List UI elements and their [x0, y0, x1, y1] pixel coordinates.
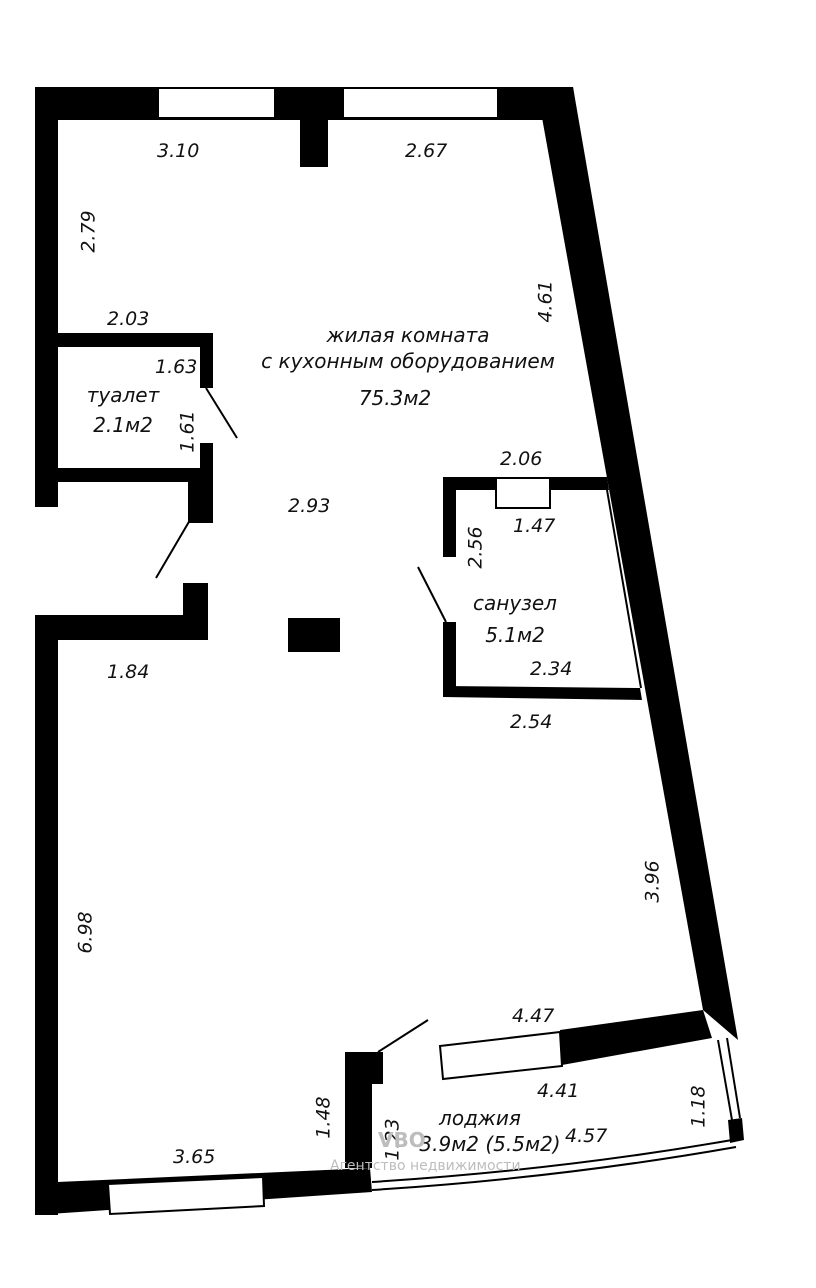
dim-toilet-top: 2.03 — [107, 308, 150, 330]
dim-left-middle: 1.84 — [107, 661, 150, 683]
toilet-area: 2.1м2 — [93, 413, 153, 437]
wall-bath-left-lower — [443, 622, 456, 697]
living-title-line1: жилая комната — [326, 323, 490, 347]
dim-bottom-wall-left: 1.48 — [312, 1096, 335, 1139]
line-loggia-outer-bottom-2 — [371, 1146, 737, 1191]
dim-bath-inner: 2.34 — [530, 658, 573, 680]
dim-loggia-top: 4.47 — [512, 1005, 555, 1027]
wall-toilet-right-upper — [200, 333, 213, 388]
toilet-title: туалет — [86, 383, 160, 407]
wall-loggia-top — [560, 1010, 712, 1065]
watermark-logo: VBO — [378, 1128, 426, 1152]
living-title-line2: с кухонным оборудованием — [261, 349, 555, 373]
dim-bottom: 3.65 — [173, 1146, 216, 1168]
window-top-right — [342, 87, 499, 119]
bathroom-area: 5.1м2 — [485, 623, 545, 647]
wall-bath-bottom — [443, 686, 642, 700]
wall-left-stub — [35, 615, 208, 640]
dim-top-right: 2.67 — [405, 140, 448, 162]
wall-entry-stub — [183, 583, 208, 640]
door-loggia — [377, 1019, 429, 1053]
watermark-text: Агентство недвижимости — [330, 1158, 521, 1174]
dim-hall: 2.93 — [288, 495, 331, 517]
dim-loggia-inner: 4.41 — [537, 1080, 580, 1102]
door-toilet — [205, 387, 238, 439]
dim-left-upper: 2.79 — [77, 210, 100, 253]
door-hall-left — [155, 519, 191, 579]
dim-bath-bottom: 2.54 — [510, 711, 553, 733]
line-loggia-outer-bottom — [371, 1139, 733, 1183]
wall-left-lower — [35, 615, 58, 1215]
line-loggia-outer-right — [717, 1039, 733, 1121]
bathroom-title: санузел — [473, 591, 557, 615]
loggia-title: лоджия — [439, 1106, 521, 1130]
line-bath-right — [606, 489, 642, 689]
dim-right-upper: 4.61 — [534, 280, 557, 323]
dim-loggia-outer: 4.57 — [565, 1125, 608, 1147]
dim-bath-top: 2.06 — [500, 448, 543, 470]
window-top-left — [157, 87, 276, 119]
dim-toilet-side-lower: 1.61 — [176, 410, 199, 453]
line-loggia-outer-right-2 — [726, 1037, 741, 1119]
living-area: 75.3м2 — [358, 386, 432, 410]
wall-loggia-stub — [345, 1052, 383, 1084]
column-center — [288, 618, 340, 652]
wall-bath-left-upper — [443, 477, 456, 557]
wall-left-upper — [35, 87, 58, 507]
door-bathroom — [417, 566, 447, 623]
wall-loggia-right — [728, 1118, 744, 1143]
wall-pillar-top — [300, 112, 328, 167]
dim-bath-window: 1.47 — [513, 515, 556, 537]
dim-top-left: 3.10 — [157, 140, 200, 162]
window-loggia — [438, 1030, 564, 1081]
loggia-area: 3.9м2 (5.5м2) — [419, 1132, 561, 1156]
wall-right — [541, 87, 738, 1040]
dim-bath-side: 2.56 — [464, 526, 487, 569]
wall-toilet-pillar — [188, 468, 213, 523]
dim-toilet-side-upper: 1.63 — [155, 356, 198, 378]
dim-right-lower: 3.96 — [641, 860, 664, 903]
wall-toilet-top — [58, 333, 213, 347]
dim-left-lower: 6.98 — [74, 911, 97, 954]
window-bottom — [106, 1175, 266, 1216]
dim-loggia-side: 1.18 — [687, 1085, 710, 1128]
wall-toilet-bottom — [35, 468, 213, 482]
window-bath — [495, 477, 551, 509]
